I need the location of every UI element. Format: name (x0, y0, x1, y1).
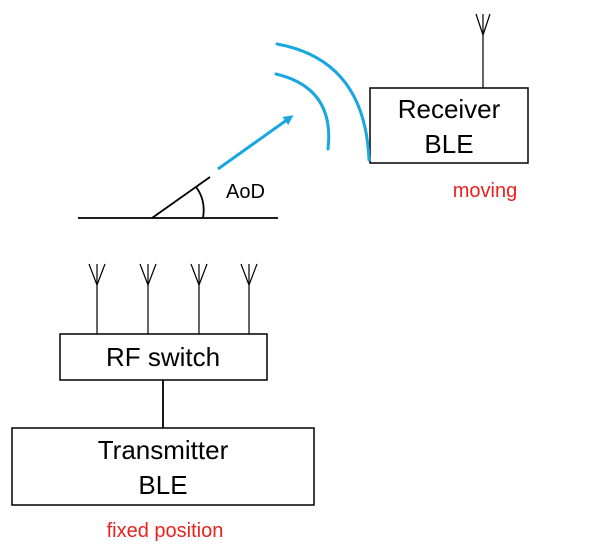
aod-angle-label: AoD (226, 181, 265, 203)
antenna-1-icon (88, 263, 106, 334)
receiver-status: moving (453, 180, 517, 202)
transmitter-box: Transmitter BLE (11, 427, 315, 506)
rf-switch-label: RF switch (106, 342, 220, 372)
rf-switch-box: RF switch (59, 333, 268, 381)
receiver-label: Receiver (398, 94, 501, 124)
receiver-ble-label: BLE (424, 129, 473, 159)
departure-direction-arrow (217, 115, 294, 171)
antenna-4-icon (240, 263, 258, 334)
angle-geometry (78, 176, 278, 219)
signal-waves-icon (274, 42, 371, 162)
transmitter-ble-label: BLE (138, 470, 187, 500)
receiver-antenna-icon (475, 13, 491, 88)
receiver-box: Receiver BLE (369, 87, 529, 164)
transmitter-status: fixed position (107, 520, 224, 542)
antenna-3-icon (190, 263, 208, 334)
antenna-2-icon (139, 263, 157, 334)
transmitter-label: Transmitter (98, 435, 229, 465)
